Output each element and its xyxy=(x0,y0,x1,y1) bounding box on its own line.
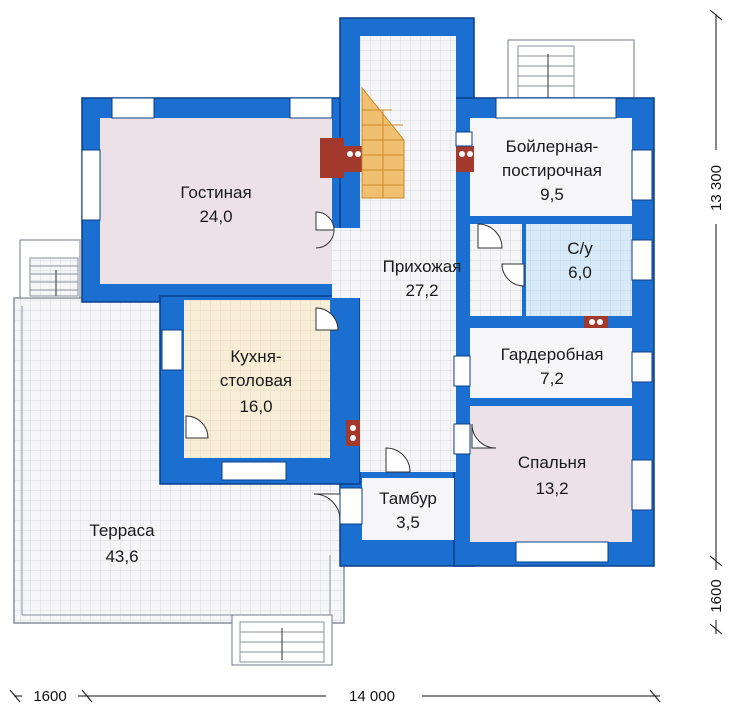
boiler-room-area: 9,5 xyxy=(540,185,564,204)
staircase xyxy=(361,86,405,199)
vestibule-name: Тамбур xyxy=(379,489,437,508)
bathroom-name: С/у xyxy=(567,239,593,258)
dimension-right-main: 13 300 xyxy=(708,165,725,211)
stairs-top-right xyxy=(507,39,635,103)
hall-area: 27,2 xyxy=(405,281,438,300)
hall-connector xyxy=(332,228,372,298)
dimension-bottom-left: 1600 xyxy=(33,688,66,705)
bathroom-floor xyxy=(526,224,632,316)
fireplaces xyxy=(320,138,608,446)
bathroom-area: 6,0 xyxy=(568,263,592,282)
kitchen-name-line2: столовая xyxy=(220,371,292,390)
bedroom-floor xyxy=(470,406,632,542)
terrace-area: 43,6 xyxy=(105,547,138,566)
kitchen-floor xyxy=(184,300,330,458)
fireplace-icon xyxy=(344,146,362,172)
fireplace-icon xyxy=(320,138,344,178)
vestibule-area: 3,5 xyxy=(396,513,420,532)
kitchen-area: 16,0 xyxy=(239,397,272,416)
dimension-bottom-main: 14 000 xyxy=(349,688,395,705)
dimension-right-bottom: 1600 xyxy=(708,579,725,612)
kitchen-name-line1: Кухня- xyxy=(230,347,281,366)
vestibule-floor xyxy=(362,478,454,540)
wardrobe-area: 7,2 xyxy=(540,369,564,388)
boiler-room-name-line1: Бойлерная- xyxy=(506,137,599,156)
boiler-icon xyxy=(456,146,474,172)
living-room-area: 24,0 xyxy=(199,207,232,226)
bedroom-area: 13,2 xyxy=(535,479,568,498)
terrace-stairs-left xyxy=(19,239,81,299)
room-floors xyxy=(100,36,632,542)
boiler-room-name-line2: постирочная xyxy=(502,161,602,180)
terrace-stairs-bottom xyxy=(231,614,333,666)
vent-icon xyxy=(346,420,360,446)
windows xyxy=(81,97,653,563)
vent-icon xyxy=(584,316,608,328)
terrace-name: Терраса xyxy=(89,521,155,540)
living-room-name: Гостиная xyxy=(180,183,251,202)
hall-name: Прихожая xyxy=(383,257,462,276)
hall-floor xyxy=(360,36,456,472)
living-room-floor xyxy=(100,118,332,284)
wardrobe-name: Гардеробная xyxy=(501,345,604,364)
bedroom-name: Спальня xyxy=(518,453,586,472)
boiler-room-floor xyxy=(470,118,632,216)
wardrobe-floor xyxy=(470,328,632,398)
doors xyxy=(185,211,525,525)
